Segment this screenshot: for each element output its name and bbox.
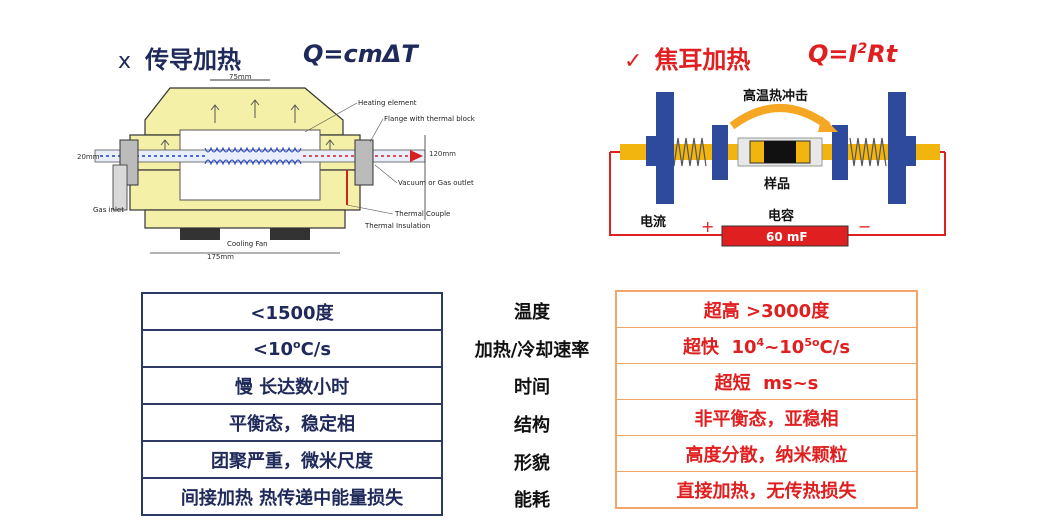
capacitor-value: 60 mF (766, 230, 808, 244)
joule-table: 超高 >3000度 超快 104~105oC/s 超短 ms~s 非平衡态，亚稳… (615, 290, 918, 509)
furnace-top-cap (144, 87, 344, 136)
mid-label-rate: 加热/冷却速率 (474, 340, 590, 361)
right-cell: 超高 >3000度 (615, 290, 918, 328)
left-title: 传导加热 (145, 46, 242, 74)
dim-bottom: 175mm (207, 253, 234, 261)
right-electrode (888, 92, 906, 204)
left-cell: <1500度 (141, 292, 443, 331)
inner-chamber (179, 129, 321, 201)
cross-mark: x (118, 49, 132, 74)
mid-label-energy: 能耗 (514, 490, 550, 511)
cooling-fan-left (180, 228, 220, 240)
mid-label-temperature: 温度 (514, 302, 550, 323)
right-formula: Q=I2Rt (808, 40, 898, 68)
dim-left: 20mm (77, 153, 100, 161)
shock-label: 高温热冲击 (743, 88, 808, 104)
right-cell: 超短 ms~s (615, 363, 918, 400)
right-cell: 直接加热，无传热损失 (615, 471, 918, 509)
table-row: 慢 长达数小时 (141, 366, 443, 405)
left-cell: 间接加热 热传递中能量损失 (141, 477, 443, 516)
table-row: 超快 104~105oC/s (615, 327, 918, 364)
outlet-arrow (410, 150, 423, 162)
plus-sign: + (701, 217, 714, 236)
cooling-fan-right (270, 228, 310, 240)
table-row: <1500度 (141, 292, 443, 331)
current-label: 电流 (640, 214, 666, 230)
table-row: 直接加热，无传热损失 (615, 471, 918, 509)
left-clamp (712, 125, 728, 180)
left-cell: 慢 长达数小时 (141, 366, 443, 405)
mid-label-morphology: 形貌 (514, 453, 550, 474)
dim-top: 75mm (229, 73, 252, 81)
label-flange: Flange with thermal block (384, 115, 476, 123)
sample-label: 样品 (764, 176, 790, 192)
right-header: ✓ 焦耳加热 (624, 40, 750, 75)
heat-shock-arrow (729, 104, 831, 130)
right-flange (354, 139, 374, 186)
check-mark: ✓ (624, 49, 643, 74)
conduction-table: <1500度 <10oC/s 慢 长达数小时 平衡态，稳定相 团聚严重，微米尺度… (141, 292, 443, 516)
left-cell: <10oC/s (141, 329, 443, 368)
circuit-wire (609, 152, 946, 236)
table-row: 平衡态，稳定相 (141, 403, 443, 442)
left-cell: 平衡态，稳定相 (141, 403, 443, 442)
label-cooling-fan: Cooling Fan (227, 240, 268, 248)
table-row: 团聚严重，微米尺度 (141, 440, 443, 479)
label-thermal-insulation: Thermal Insulation (364, 222, 430, 230)
label-heating-element: Heating element (358, 99, 417, 107)
dim-height: 120mm (429, 150, 456, 158)
table-row: 高度分散，纳米颗粒 (615, 435, 918, 472)
left-formula: Q=cmΔT (303, 40, 418, 68)
minus-sign: − (858, 217, 871, 236)
label-thermal-couple: Thermal Couple (394, 210, 450, 218)
right-clamp (832, 125, 848, 180)
mid-label-structure: 结构 (514, 415, 550, 436)
heating-coil (204, 146, 302, 166)
springs (669, 137, 887, 167)
right-title: 焦耳加热 (654, 46, 751, 74)
table-row: <10oC/s (141, 329, 443, 368)
left-insulation (112, 164, 128, 211)
right-cell: 非平衡态，亚稳相 (615, 399, 918, 436)
left-electrode (656, 92, 674, 204)
left-cell: 团聚严重，微米尺度 (141, 440, 443, 479)
right-cell: 超快 104~105oC/s (615, 327, 918, 364)
left-header: x 传导加热 (118, 40, 241, 75)
right-cell: 高度分散，纳米颗粒 (615, 435, 918, 472)
sample (764, 141, 796, 163)
label-gas-inlet: Gas inlet (93, 206, 124, 214)
furnace-diagram: 75mm 120mm 20mm 175mm Heating element Fl… (77, 73, 476, 261)
label-vacuum: Vacuum or Gas outlet (398, 179, 474, 187)
table-row: 超高 >3000度 (615, 290, 918, 328)
joule-heating-diagram: 60 mF + − 电流 电容 样品 高温热冲击 (609, 88, 946, 247)
capacitor-box (721, 225, 849, 247)
furnace-base (144, 209, 346, 229)
table-row: 间接加热 热传递中能量损失 (141, 477, 443, 516)
capacitor-label: 电容 (768, 208, 794, 224)
table-row: 非平衡态，亚稳相 (615, 399, 918, 436)
mid-label-time: 时间 (514, 377, 550, 398)
table-row: 超短 ms~s (615, 363, 918, 400)
